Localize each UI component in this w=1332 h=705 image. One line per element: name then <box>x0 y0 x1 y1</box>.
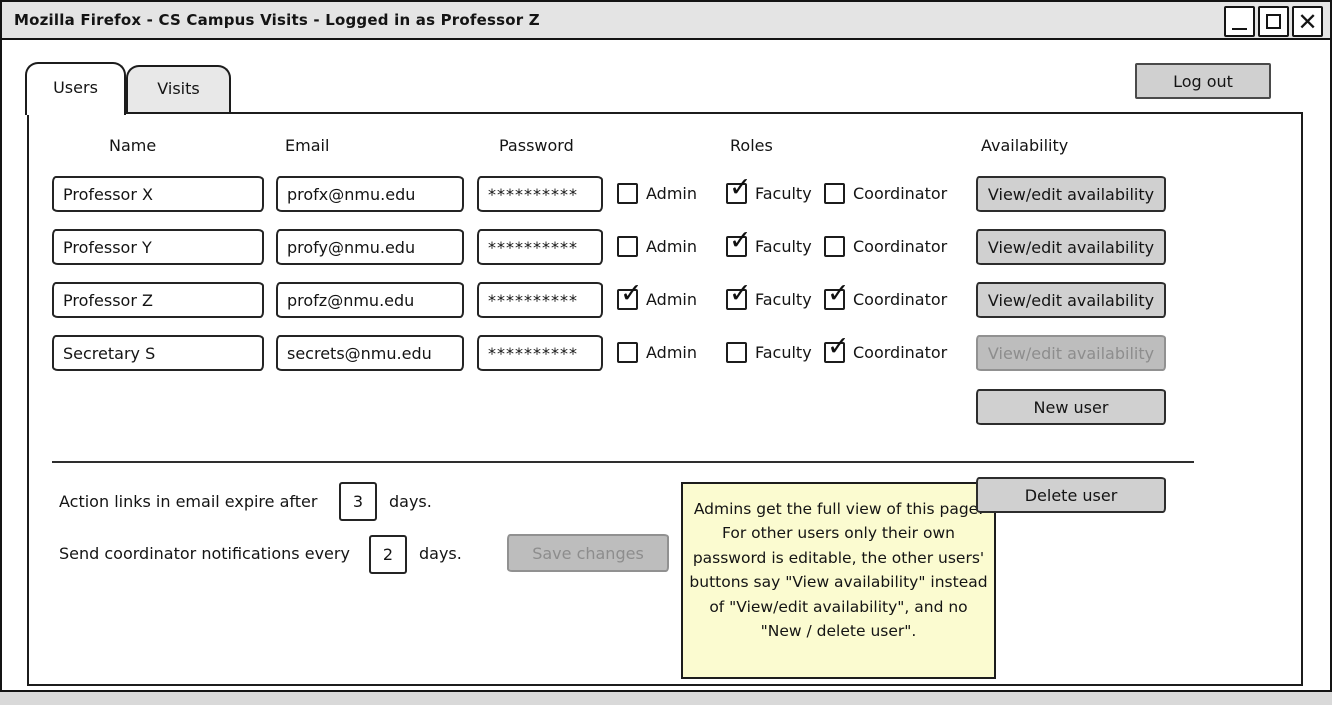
delete-user-button[interactable]: Delete user <box>976 477 1166 513</box>
window-title: Mozilla Firefox - CS Campus Visits - Log… <box>14 11 540 29</box>
admin-checkbox-label: Admin <box>646 184 697 203</box>
faculty-checkbox[interactable]: ✓ <box>726 342 747 363</box>
maximize-button[interactable] <box>1258 6 1289 37</box>
coordinator-checkbox[interactable]: ✓ <box>824 183 845 204</box>
table-row: ✓ Admin ✓ Faculty ✓ Coordinator View/edi… <box>29 333 1301 371</box>
password-input[interactable] <box>477 176 603 212</box>
password-input[interactable] <box>477 282 603 318</box>
faculty-checkbox[interactable]: ✓ <box>726 174 752 204</box>
close-button[interactable]: ✕ <box>1292 6 1323 37</box>
faculty-checkbox-label: Faculty <box>755 237 812 256</box>
email-input[interactable] <box>276 176 464 212</box>
view-availability-button-disabled[interactable]: View/edit availability <box>976 335 1166 371</box>
check-icon: ✓ <box>729 225 752 256</box>
column-header-email: Email <box>285 136 330 155</box>
column-header-password: Password <box>499 136 574 155</box>
name-input[interactable] <box>52 176 264 212</box>
coordinator-checkbox[interactable]: ✓ <box>824 280 850 310</box>
coordinator-checkbox-label: Coordinator <box>853 290 948 309</box>
name-input[interactable] <box>52 335 264 371</box>
name-input[interactable] <box>52 282 264 318</box>
faculty-checkbox-label: Faculty <box>755 343 812 362</box>
admin-checkbox[interactable]: ✓ <box>617 342 638 363</box>
log-out-button[interactable]: Log out <box>1135 63 1271 99</box>
title-bar: Mozilla Firefox - CS Campus Visits - Log… <box>2 2 1330 40</box>
column-header-name: Name <box>109 136 157 155</box>
save-changes-button[interactable]: Save changes <box>507 534 669 572</box>
annotation-note: Admins get the full view of this page. F… <box>681 482 996 679</box>
new-user-button[interactable]: New user <box>976 389 1166 425</box>
table-row: ✓ Admin ✓ Faculty ✓ Coordinator View/edi… <box>29 174 1301 212</box>
check-icon: ✓ <box>827 331 850 362</box>
admin-checkbox-label: Admin <box>646 343 697 362</box>
close-icon: ✕ <box>1297 7 1318 36</box>
column-header-availability: Availability <box>981 136 1069 155</box>
coordinator-checkbox-label: Coordinator <box>853 237 948 256</box>
faculty-checkbox-label: Faculty <box>755 184 812 203</box>
view-edit-availability-button[interactable]: View/edit availability <box>976 282 1166 318</box>
tab-users[interactable]: Users <box>25 62 126 115</box>
faculty-checkbox[interactable]: ✓ <box>726 227 752 257</box>
coordinator-checkbox[interactable]: ✓ <box>824 236 845 257</box>
notify-setting-label: Send coordinator notifications every <box>59 544 350 563</box>
notify-days-input[interactable] <box>369 535 407 574</box>
expire-setting-suffix: days. <box>389 492 432 511</box>
password-input[interactable] <box>477 335 603 371</box>
coordinator-checkbox[interactable]: ✓ <box>824 333 850 363</box>
check-icon: ✓ <box>827 278 850 309</box>
email-input[interactable] <box>276 335 464 371</box>
tab-visits[interactable]: Visits <box>126 65 231 112</box>
admin-checkbox[interactable]: ✓ <box>617 183 638 204</box>
view-edit-availability-button[interactable]: View/edit availability <box>976 176 1166 212</box>
table-row: ✓ Admin ✓ Faculty ✓ Coordinator View/edi… <box>29 227 1301 265</box>
check-icon: ✓ <box>620 278 643 309</box>
admin-checkbox[interactable]: ✓ <box>617 280 643 310</box>
minimize-icon <box>1232 27 1247 30</box>
maximize-icon <box>1266 14 1281 29</box>
minimize-button[interactable] <box>1224 6 1255 37</box>
section-divider <box>52 461 1194 463</box>
admin-checkbox[interactable]: ✓ <box>617 236 638 257</box>
email-input[interactable] <box>276 282 464 318</box>
password-input[interactable] <box>477 229 603 265</box>
column-header-roles: Roles <box>730 136 773 155</box>
admin-checkbox-label: Admin <box>646 237 697 256</box>
coordinator-checkbox-label: Coordinator <box>853 184 948 203</box>
notify-setting-suffix: days. <box>419 544 462 563</box>
faculty-checkbox[interactable]: ✓ <box>726 280 752 310</box>
admin-checkbox-label: Admin <box>646 290 697 309</box>
expire-setting-label: Action links in email expire after <box>59 492 318 511</box>
email-input[interactable] <box>276 229 464 265</box>
name-input[interactable] <box>52 229 264 265</box>
check-icon: ✓ <box>729 172 752 203</box>
coordinator-checkbox-label: Coordinator <box>853 343 948 362</box>
faculty-checkbox-label: Faculty <box>755 290 812 309</box>
users-panel: Name Email Password Roles Availability ✓… <box>27 112 1303 686</box>
table-row: ✓ Admin ✓ Faculty ✓ Coordinator View/edi… <box>29 280 1301 318</box>
view-edit-availability-button[interactable]: View/edit availability <box>976 229 1166 265</box>
check-icon: ✓ <box>729 278 752 309</box>
expire-days-input[interactable] <box>339 482 377 521</box>
